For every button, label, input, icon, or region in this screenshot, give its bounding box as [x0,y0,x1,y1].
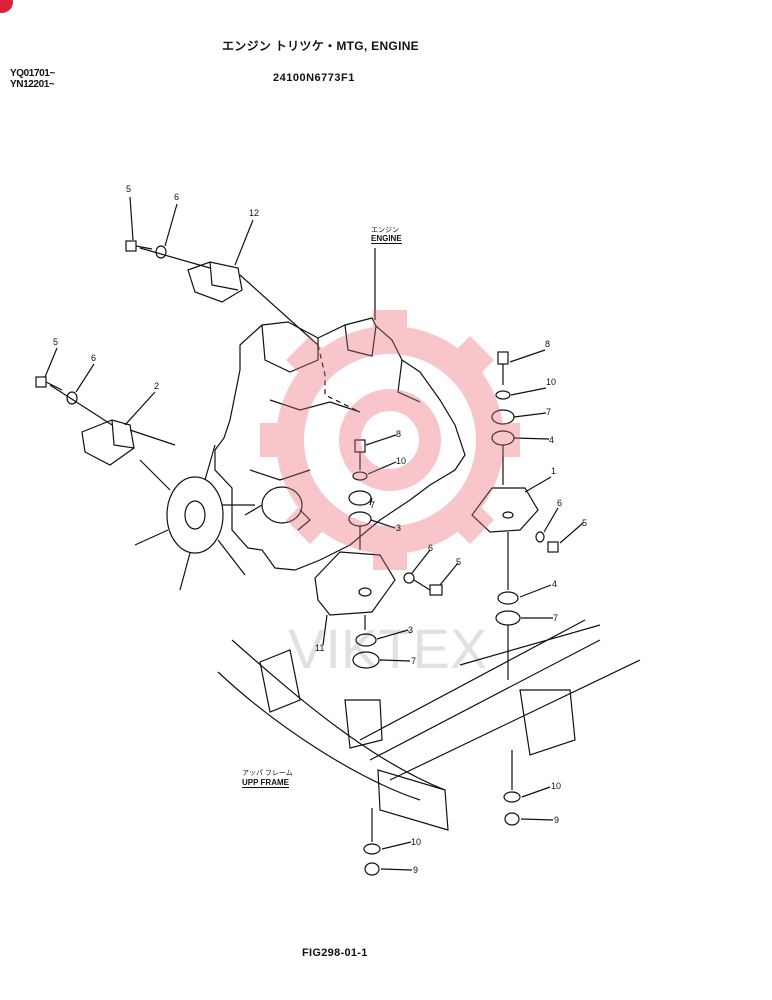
part-number: 24100N6773F1 [273,72,355,84]
callout-7: 7 [411,656,416,666]
callout-9: 9 [554,815,559,825]
serial-range-1: YQ01701~ [10,68,55,79]
callout-6: 6 [174,192,179,202]
callout-7: 7 [553,613,558,623]
callout-5: 5 [53,337,58,347]
frame-crossmember [377,769,449,831]
callout-5: 5 [582,518,587,528]
watermark-text: VIKTEX [288,617,487,680]
callout-12: 12 [249,208,259,218]
callout-10: 10 [396,456,406,466]
engine-label-en: ENGINE [371,234,402,244]
engine-label-jp: エンジン [371,227,399,234]
corner-red-mark [0,0,13,13]
callout-6: 6 [557,498,562,508]
callout-3: 3 [396,523,401,533]
engine-fan [166,476,224,554]
callout-7: 7 [370,500,375,510]
callout-5: 5 [456,557,461,567]
figure-id: FIG298-01-1 [302,947,368,959]
engine-block [214,317,466,571]
callout-8: 8 [396,429,401,439]
callout-8: 8 [545,339,550,349]
callout-6: 6 [428,543,433,553]
frame-label-en: UPP FRAME [242,778,289,788]
upper-frame-rail [217,671,421,801]
diagram-title: エンジン トリツケ・MTG, ENGINE [222,39,419,53]
callout-1: 1 [551,466,556,476]
mount-bracket-11 [314,551,396,616]
callout-3: 3 [408,625,413,635]
callout-10: 10 [546,377,556,387]
callout-10: 10 [411,837,421,847]
callout-10: 10 [551,781,561,791]
callout-11: 11 [315,643,324,653]
frame-label-jp: アッパ フレーム [242,770,293,777]
callout-4: 4 [552,579,557,589]
callout-4: 4 [549,435,554,445]
bracket-2 [81,419,135,466]
callout-9: 9 [413,865,418,875]
callout-6: 6 [91,353,96,363]
callout-7: 7 [546,407,551,417]
bracket-12 [187,261,243,303]
callout-5: 5 [126,184,131,194]
callout-labels: 5 6 12 5 6 2 8 10 7 4 1 6 5 8 10 7 3 6 5… [53,184,587,875]
callout-2: 2 [154,381,159,391]
serial-range-2: YN12201~ [10,79,55,90]
